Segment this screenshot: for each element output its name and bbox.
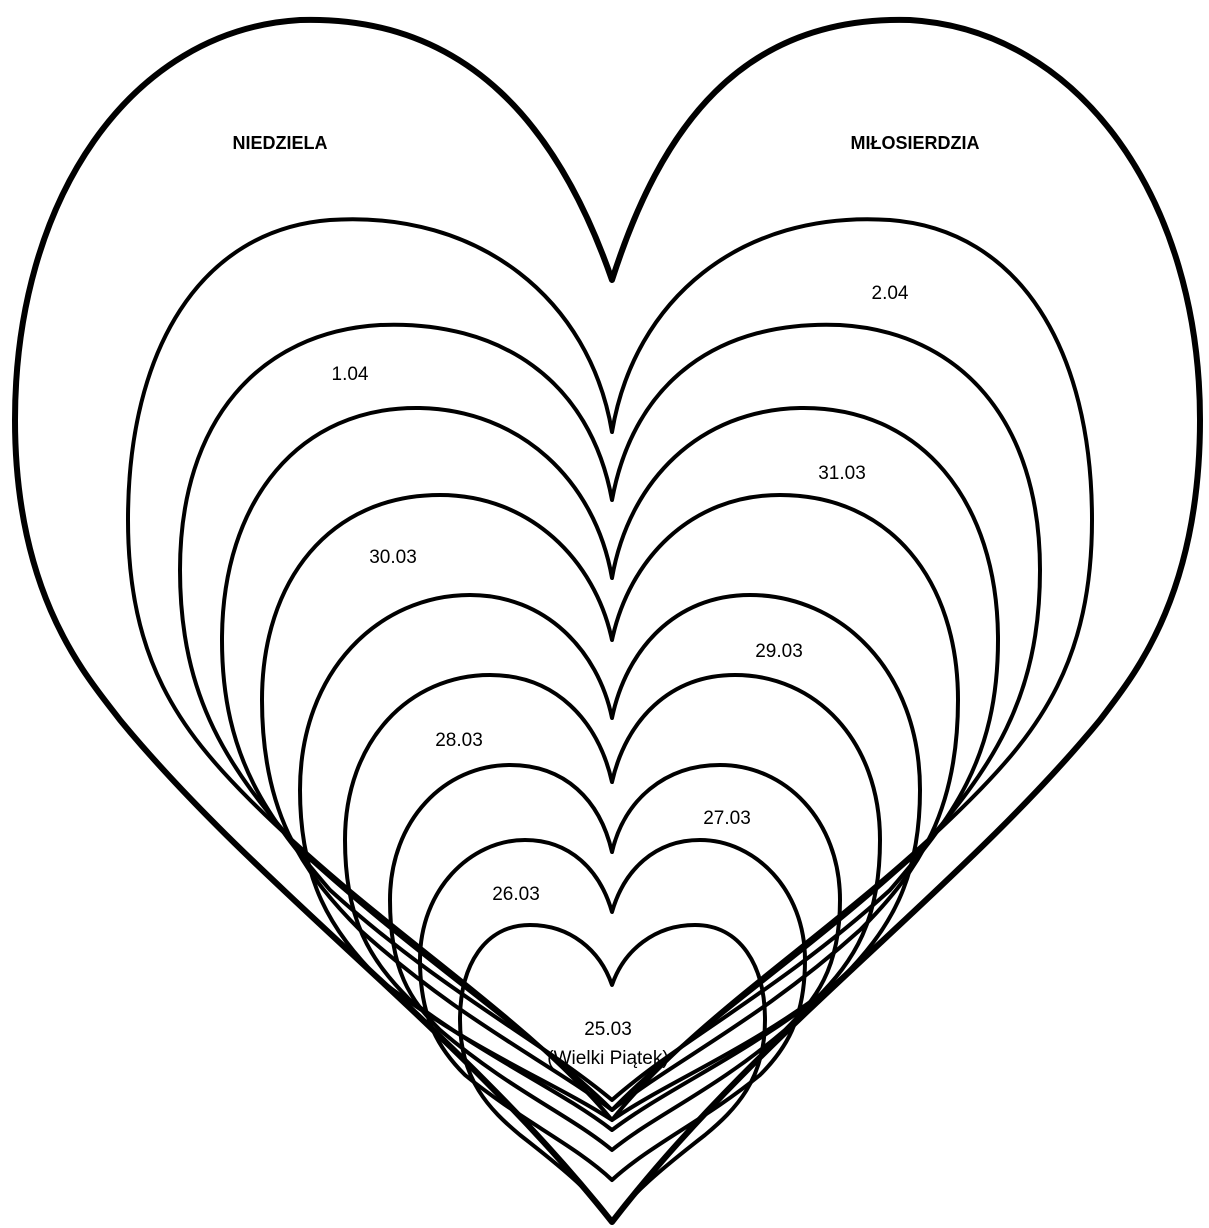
day-label-1-04: 1.04 [332,364,369,385]
day-label-2-04: 2.04 [872,283,909,304]
heart-ring-27-03 [390,765,840,1150]
title-left: NIEDZIELA [232,133,327,153]
heart-ring-31-03 [222,408,998,1100]
heart-ring-30-03 [262,495,958,1110]
day-label-31-03: 31.03 [818,463,866,484]
day-label-27-03: 27.03 [703,808,751,829]
day-label-26-03: 26.03 [492,884,540,905]
day-label-29-03: 29.03 [755,641,803,662]
title-right: MIŁOSIERDZIA [851,133,980,153]
day-label-30-03: 30.03 [369,547,417,568]
day-label-28-03: 28.03 [435,730,483,751]
day-label-25-03: 25.03 [584,1019,632,1040]
day-note-wielki-piatek: (Wielki Piątek) [547,1048,668,1069]
heart-ring-29-03 [300,595,920,1120]
